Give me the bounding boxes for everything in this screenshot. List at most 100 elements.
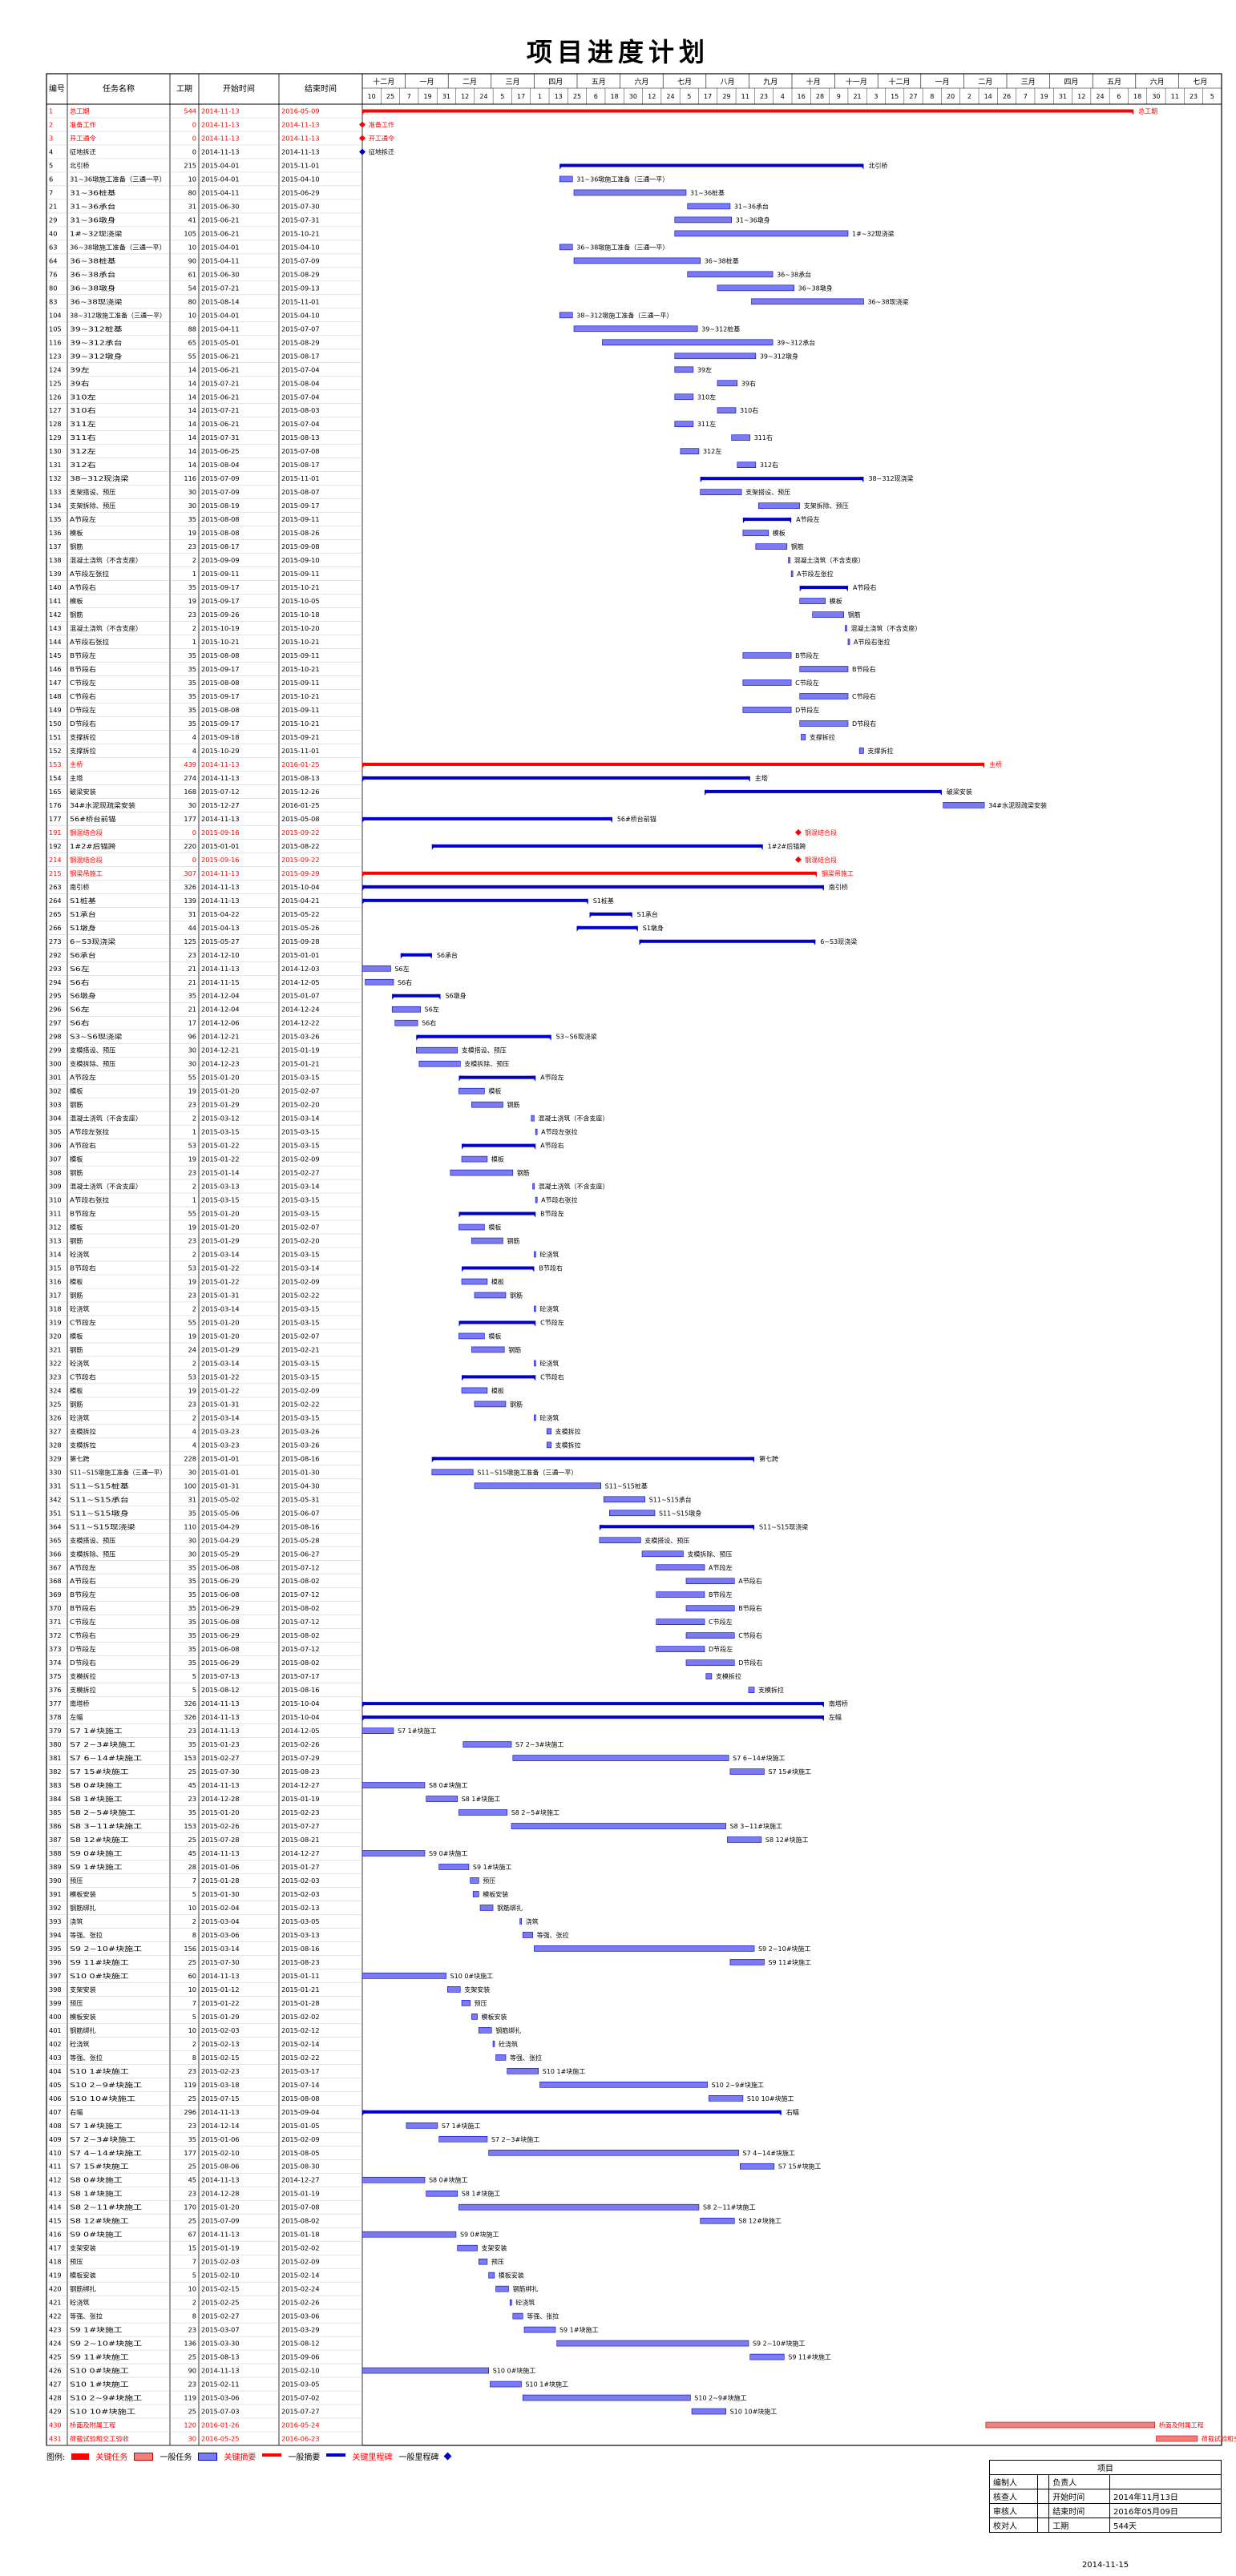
gantt-bar-label: S6右 [398, 978, 412, 986]
row-start-date: 2015-09-17 [201, 720, 240, 728]
row-duration: 23 [188, 1400, 196, 1408]
row-task-name: 支模拆拉 [70, 1427, 96, 1435]
gantt-summary-bar [705, 789, 942, 793]
row-duration: 0 [192, 120, 196, 128]
row-id: 379 [49, 1727, 62, 1735]
gantt-bar-label: A节段左张拉 [797, 570, 833, 578]
row-end-date: 2015-03-14 [281, 1264, 320, 1272]
row-end-date: 2015-03-26 [281, 1033, 320, 1041]
gantt-task-bar [749, 2353, 785, 2360]
row-id: 419 [49, 2272, 62, 2280]
row-end-date: 2015-07-29 [281, 1754, 320, 1762]
row-end-date: 2015-01-19 [281, 1795, 320, 1803]
row-duration: 139 [184, 897, 196, 905]
gantt-bar-label: C节段右 [738, 1631, 762, 1639]
row-end-date: 2015-08-12 [281, 2340, 320, 2348]
row-task-name: 钢筋绑扎 [70, 2285, 96, 2293]
row-duration: 153 [184, 1822, 196, 1830]
gantt-bar-label: S10 0#块施工 [493, 2367, 536, 2375]
row-start-date: 2015-06-08 [201, 1563, 240, 1571]
row-duration: 45 [188, 1781, 196, 1789]
row-end-date: 2016-01-25 [281, 801, 320, 809]
month-label: 六月 [634, 77, 648, 87]
row-start-date: 2015-02-13 [201, 2040, 240, 2048]
row-id: 265 [49, 910, 62, 918]
row-end-date: 2015-03-15 [281, 1196, 320, 1204]
gantt-bar-label: 等强、张拉 [510, 2054, 542, 2062]
gantt-bar-label: 钢筋 [507, 1101, 519, 1109]
row-end-date: 2015-09-11 [281, 570, 320, 578]
gantt-task-bar [547, 1428, 551, 1435]
row-start-date: 2015-06-08 [201, 1618, 240, 1626]
row-start-date: 2015-02-11 [201, 2380, 240, 2389]
row-id: 317 [49, 1291, 62, 1299]
row-task-name: 砼浇筑 [70, 1413, 90, 1421]
signoff-cell: 2014年11月13日 [1109, 2489, 1222, 2504]
signoff-date: 2014-11-15 [1081, 2561, 1129, 2570]
gantt-task-bar [462, 1741, 512, 1748]
gantt-bar-label: A节段左 [540, 1074, 563, 1082]
row-duration: 23 [188, 1101, 196, 1109]
row-end-date: 2015-04-30 [281, 1482, 320, 1490]
row-task-name: 等强、张拉 [70, 2054, 103, 2062]
row-start-date: 2015-06-21 [201, 352, 240, 360]
month-label: 五月 [1107, 78, 1121, 87]
gantt-task-bar [727, 1836, 762, 1843]
row-duration: 35 [188, 1808, 196, 1816]
row-start-date: 2015-03-06 [201, 1931, 240, 1939]
row-end-date: 2015-03-15 [281, 1318, 320, 1326]
row-start-date: 2015-07-09 [201, 2217, 240, 2225]
row-id: 165 [49, 788, 62, 796]
row-task-name: 31~36桩基 [70, 188, 115, 196]
gantt-bar-label: S10 1#块施工 [543, 2067, 586, 2075]
gantt-summary-cap [362, 1715, 366, 1722]
row-end-date: 2015-03-15 [281, 1373, 320, 1381]
row-end-date: 2015-03-15 [281, 1359, 320, 1367]
row-task-name: S10 10#块施工 [70, 2094, 135, 2102]
row-task-name: 北引桥 [70, 161, 90, 169]
gantt-bar-label: 模板 [830, 597, 842, 605]
row-id: 396 [49, 1958, 62, 1966]
row-id: 293 [49, 965, 62, 973]
day-tick-label: 11 [1171, 93, 1179, 100]
gantt-bar-label: B节段左 [709, 1590, 733, 1598]
gantt-summary-cap [362, 2110, 366, 2116]
row-task-name: 钢筋 [70, 1169, 83, 1177]
gantt-bar-label: 钢筋 [791, 542, 804, 550]
gantt-bar-label: A节段右张拉 [854, 638, 890, 646]
row-duration: 25 [188, 1768, 196, 1776]
row-duration: 55 [188, 352, 196, 360]
row-end-date: 2015-10-04 [281, 1713, 320, 1721]
gantt-bar-label: S9 1#块施工 [559, 2326, 599, 2334]
gantt-summary-cap [400, 953, 405, 959]
row-id: 380 [49, 1740, 62, 1748]
row-task-name: 钢筋 [70, 1101, 83, 1109]
row-duration: 54 [188, 284, 196, 292]
gantt-summary-bar [458, 1075, 536, 1079]
row-id: 264 [49, 897, 62, 905]
row-end-date: 2015-01-27 [281, 1863, 320, 1871]
gantt-bar-label: S9 0#块施工 [429, 1849, 468, 1857]
row-task-name: 开工通令 [70, 134, 96, 142]
gantt-summary-cap [531, 1143, 536, 1150]
row-task-name: S10 0#块施工 [70, 1972, 129, 1980]
gantt-bar-label: S10 2~9#块施工 [694, 2394, 746, 2402]
row-duration: 2 [192, 2040, 196, 2048]
gantt-task-bar [602, 339, 774, 346]
row-id: 365 [49, 1536, 62, 1544]
row-end-date: 2015-10-18 [281, 611, 320, 619]
row-id: 320 [49, 1332, 62, 1340]
row-duration: 31 [188, 202, 196, 210]
gantt-summary-cap [458, 1075, 463, 1082]
row-duration: 25 [188, 2408, 196, 2416]
row-start-date: 2015-03-14 [201, 1945, 240, 1953]
row-id: 416 [49, 2231, 62, 2239]
row-start-date: 2015-01-20 [201, 1074, 240, 1082]
row-duration: 119 [184, 2081, 196, 2089]
gantt-bar-label: 312左 [703, 447, 721, 455]
gantt-bar-label: 310左 [697, 393, 716, 401]
row-end-date: 2015-02-10 [281, 2367, 320, 2375]
row-end-date: 2015-03-14 [281, 1115, 320, 1123]
gantt-bar-label: 支架搭设、预压 [745, 488, 790, 496]
